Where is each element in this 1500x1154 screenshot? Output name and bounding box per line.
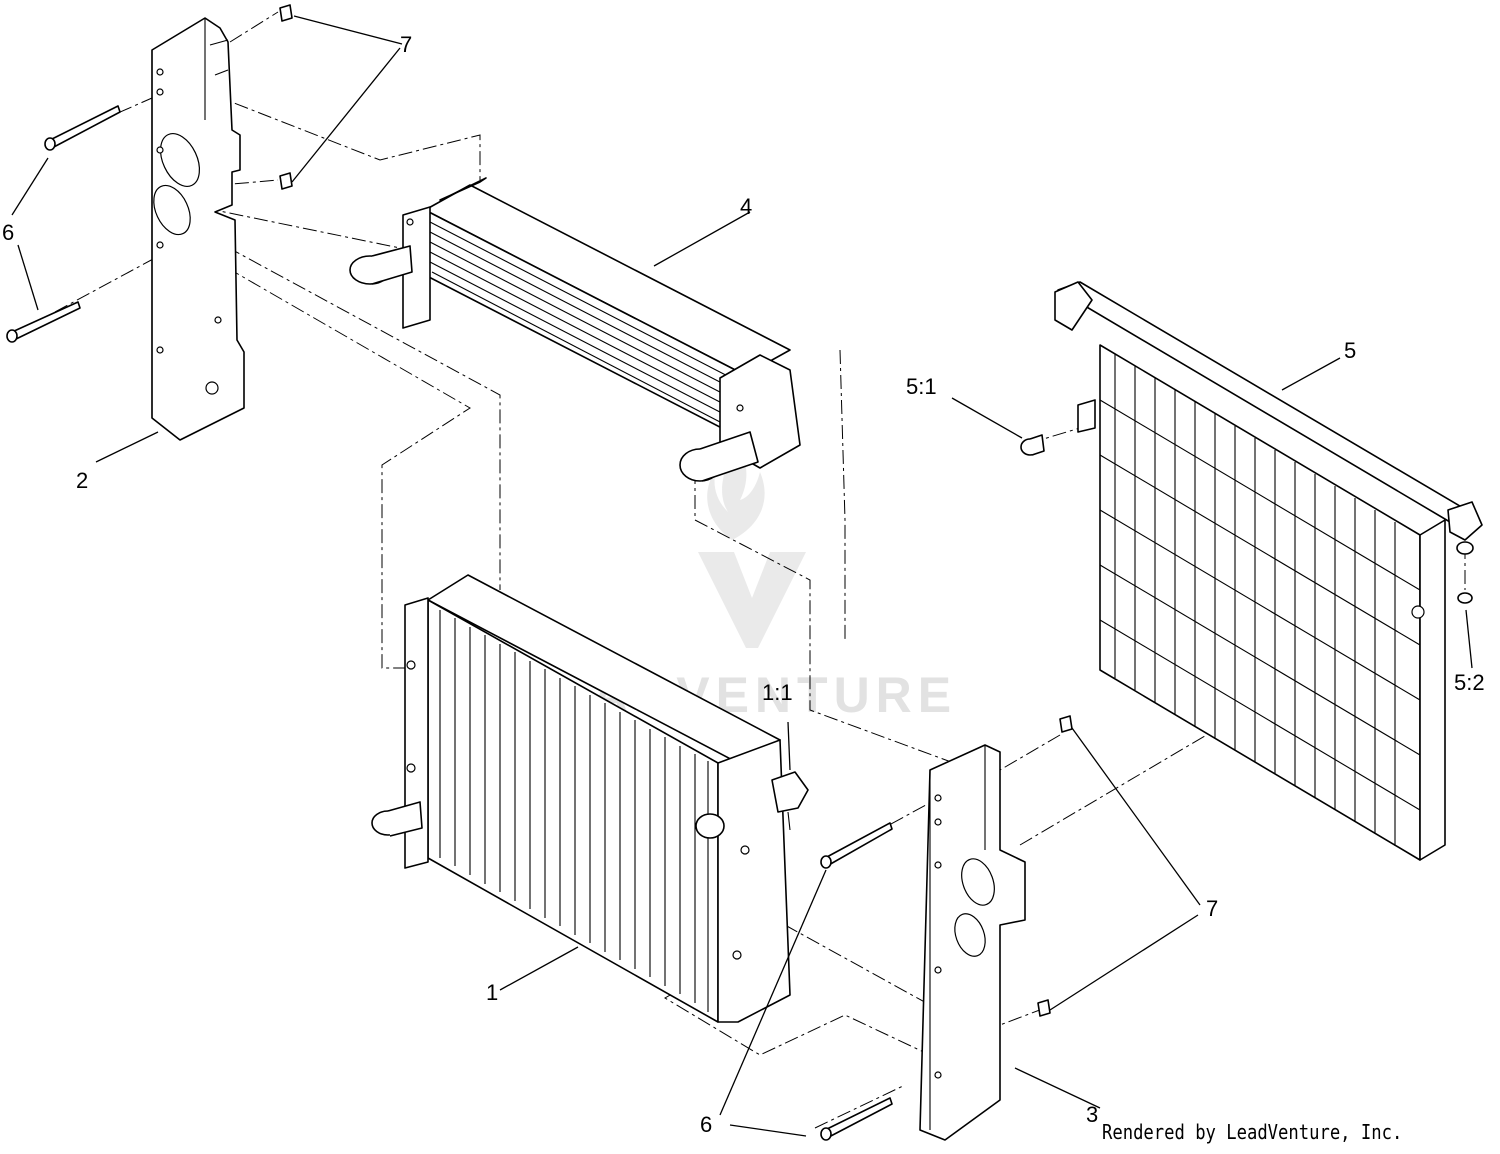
pins-6 xyxy=(6,105,893,1141)
callout-3: 3 xyxy=(1086,1102,1098,1127)
callout-7-right: 7 xyxy=(1206,896,1218,921)
callout-1-1: 1:1 xyxy=(762,680,793,705)
part-3-right-bracket xyxy=(919,744,1026,1141)
callout-4: 4 xyxy=(740,194,752,219)
callout-6-top: 6 xyxy=(2,220,14,245)
callout-6-bottom: 6 xyxy=(700,1112,712,1137)
callout-5: 5 xyxy=(1344,338,1356,363)
part-1-radiator xyxy=(371,574,809,1023)
callout-7-top: 7 xyxy=(400,32,412,57)
part-4-charge-air-cooler xyxy=(349,177,801,482)
callout-5-1: 5:1 xyxy=(906,374,937,399)
render-credit: Rendered by LeadVenture, Inc. xyxy=(1102,1120,1403,1144)
leader-lines xyxy=(11,15,1473,1137)
callout-5-2: 5:2 xyxy=(1454,670,1485,695)
callout-2: 2 xyxy=(76,468,88,493)
clips-7 xyxy=(279,4,1073,1017)
callout-labels: 1 1:1 2 3 4 5 5:1 5:2 6 6 7 7 xyxy=(2,32,1485,1137)
part-5-screen xyxy=(1020,281,1483,861)
callout-1: 1 xyxy=(486,980,498,1005)
part-2-left-bracket xyxy=(151,17,245,441)
